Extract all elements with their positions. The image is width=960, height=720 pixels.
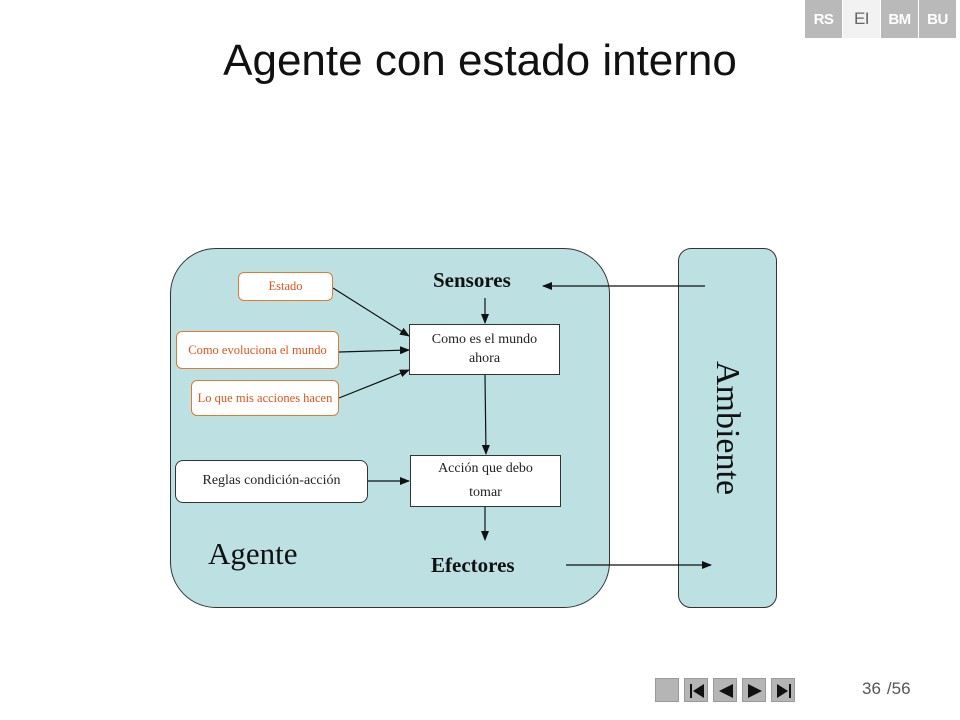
first-page-icon[interactable] — [684, 678, 708, 702]
sensores-label: Sensores — [433, 268, 511, 292]
agent-label: Agente — [208, 536, 298, 571]
arrow-estado-to-mundo — [332, 287, 410, 337]
estado-box: Estado — [238, 272, 333, 301]
page-indicator: 36 /56 — [862, 679, 911, 699]
tab-bu[interactable]: BU — [919, 0, 957, 38]
environment-panel — [678, 248, 777, 608]
arrow-evoluciona-to-mundo — [338, 346, 410, 355]
como-evoluciona-box: Como evoluciona el mundo — [176, 331, 339, 369]
prev-page-icon[interactable] — [713, 678, 737, 702]
total-pages: /56 — [886, 679, 911, 698]
tab-ei[interactable]: EI — [843, 0, 881, 38]
slide-navigation — [655, 678, 795, 702]
accion-box: Acción que debo tomar — [410, 455, 561, 507]
lo-que-mis-acciones-box: Lo que mis acciones hacen — [191, 380, 339, 416]
square-icon[interactable] — [655, 678, 679, 702]
reglas-box: Reglas condición-acción — [175, 460, 368, 503]
slide-title: Agente con estado interno — [223, 36, 737, 85]
arrow-mundo-to-accion — [481, 374, 490, 455]
arrow-acciones-to-mundo — [338, 369, 410, 399]
como-es-el-mundo-box: Como es el mundo ahora — [409, 324, 560, 375]
section-tabs: RS EI BM BU — [805, 0, 957, 38]
tab-rs[interactable]: RS — [805, 0, 843, 38]
efectores-label: Efectores — [431, 553, 515, 577]
tab-bm[interactable]: BM — [881, 0, 919, 38]
agent-panel — [170, 248, 610, 608]
last-page-icon[interactable] — [771, 678, 795, 702]
current-page: 36 — [862, 679, 881, 698]
next-page-icon[interactable] — [742, 678, 766, 702]
